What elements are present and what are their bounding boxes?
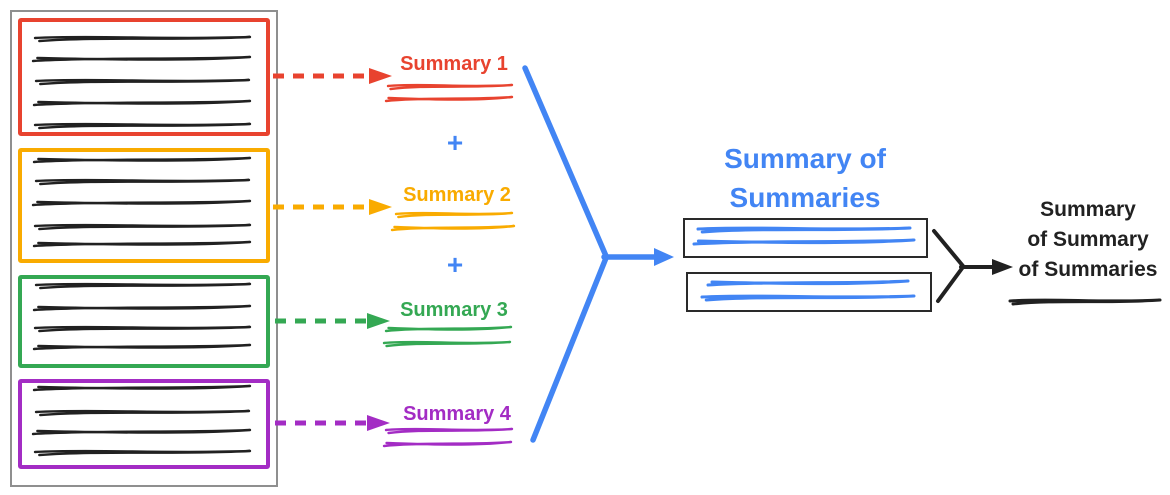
summary-1-label: Summary 1 — [400, 53, 508, 75]
summary-2-label: Summary 2 — [403, 184, 511, 206]
summary-1-scribbles — [384, 83, 514, 103]
final-summary-label: Summary of Summary of Summaries — [1018, 198, 1158, 281]
plus-icon-1: + — [446, 127, 464, 158]
dashed-arrow-icon-green — [275, 313, 390, 329]
dashed-arrow-icon-red — [273, 68, 392, 84]
summary-of-summaries-box-2 — [686, 272, 932, 312]
summary-3-label: Summary 3 — [400, 299, 508, 321]
merge-arrow-icon-black — [932, 229, 1013, 303]
document-box-4 — [18, 379, 270, 469]
summary-4-scribbles — [382, 427, 514, 448]
summary-3-scribbles — [382, 325, 513, 348]
summary-2-scribbles — [390, 211, 516, 232]
document-box-2 — [18, 148, 270, 263]
summary-of-summaries-box-1 — [683, 218, 928, 258]
final-summary-scribble — [1010, 300, 1160, 304]
summary-of-summaries-title: Summary of Summaries — [724, 143, 886, 213]
merge-arrow-icon-blue — [522, 65, 674, 443]
plus-icon-2: + — [446, 249, 464, 280]
dashed-arrow-icon-yellow — [273, 199, 392, 215]
document-box-3 — [18, 275, 270, 368]
summary-4-label: Summary 4 — [403, 403, 511, 425]
document-box-1 — [18, 18, 270, 136]
dashed-arrow-icon-purple — [275, 415, 390, 431]
